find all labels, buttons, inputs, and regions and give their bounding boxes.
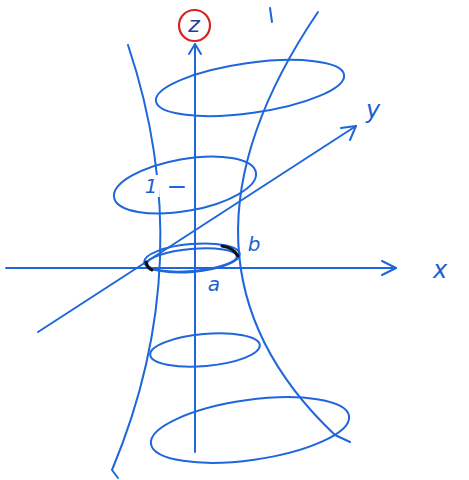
circled-axis-label: z: [177, 8, 212, 43]
y-arrowhead: [341, 126, 356, 140]
axis-label: a: [206, 273, 222, 295]
waist-ellipse: [143, 240, 241, 276]
tick: [170, 186, 184, 188]
black-arc: [222, 246, 238, 256]
black-arc: [146, 262, 152, 270]
axis-label: b: [246, 233, 263, 255]
x-axis: [6, 267, 396, 269]
axis-label: z: [188, 14, 200, 36]
ellipse: [147, 386, 353, 473]
stroke: [270, 8, 272, 22]
ellipse: [149, 329, 261, 370]
x-arrowhead: [382, 261, 396, 275]
waist-ellipse: [146, 245, 238, 275]
hyperboloid-side: [238, 12, 350, 442]
ellipse: [110, 147, 261, 223]
z-arrowhead: [189, 44, 201, 54]
axis-label: y: [364, 97, 382, 123]
axis-label: x: [431, 257, 449, 283]
red-circle: [179, 10, 210, 41]
hyperboloid-side: [112, 45, 160, 478]
y-axis: [38, 126, 356, 332]
ellipse: [152, 50, 347, 126]
axis-label: 1: [143, 175, 160, 197]
